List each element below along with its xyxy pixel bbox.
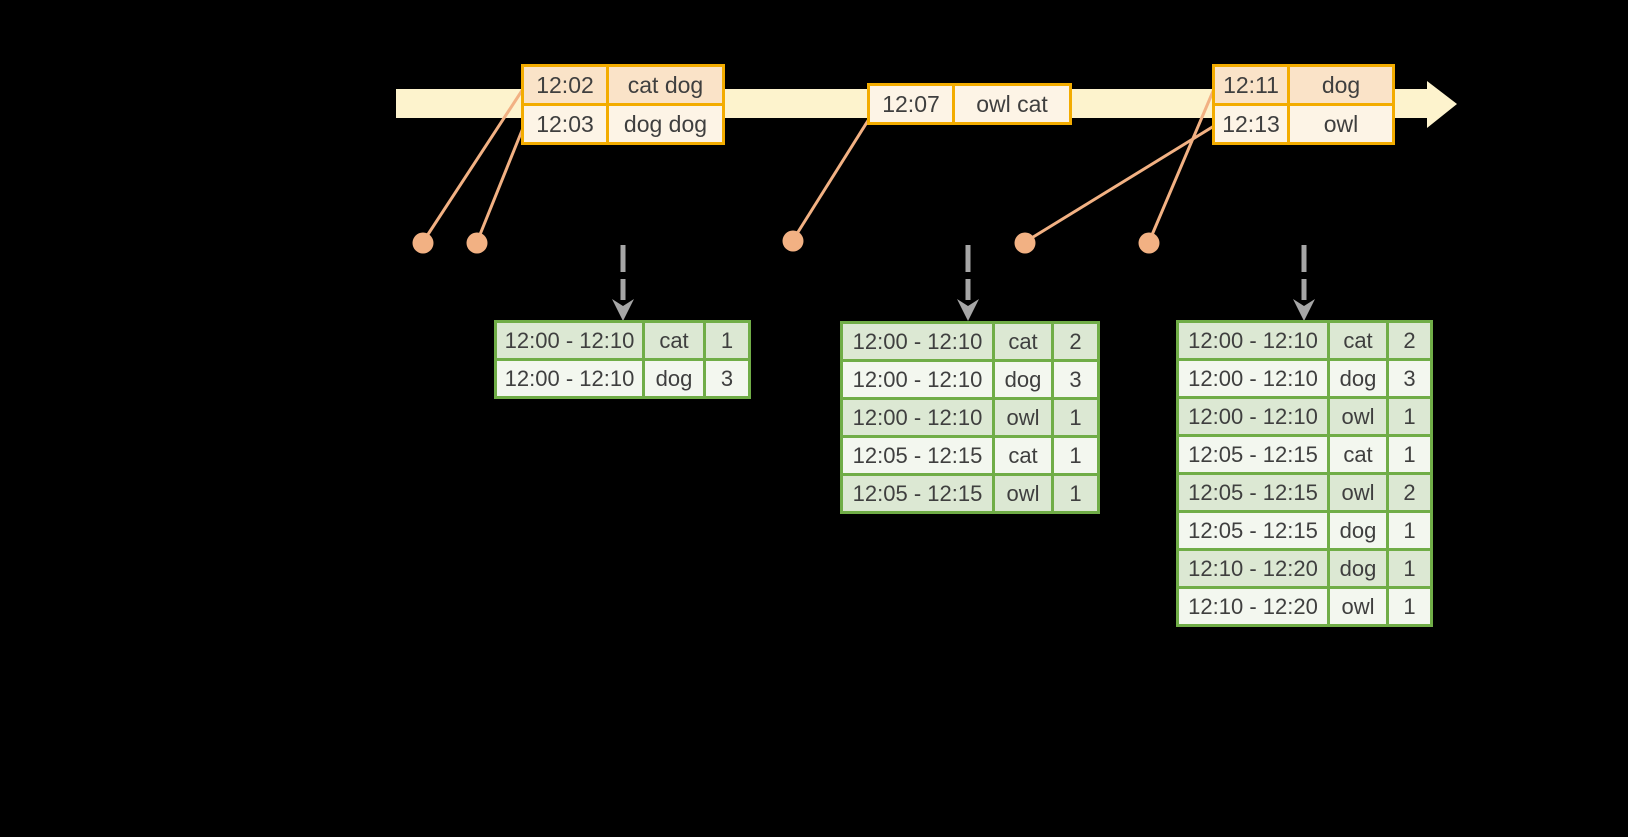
result-count-cell: 1 (1389, 589, 1430, 624)
result-word-cell: owl (995, 476, 1051, 511)
result-window-cell: 12:00 - 12:10 (497, 361, 642, 396)
event-dot-3 (782, 230, 804, 252)
result-count-cell: 1 (1389, 399, 1430, 434)
event-time-cell: 12:02 (524, 67, 606, 103)
result-word-cell: dog (1330, 551, 1386, 586)
result-count-cell: 1 (706, 323, 748, 358)
result-count-cell: 3 (1389, 361, 1430, 396)
result-word-cell: cat (1330, 437, 1386, 472)
result-count-cell: 2 (1389, 323, 1430, 358)
result-count-cell: 3 (706, 361, 748, 396)
result-row: 12:05 - 12:15 dog 1 (1179, 513, 1430, 548)
event-connector-line-2 (475, 127, 525, 243)
result-word-cell: dog (995, 362, 1051, 397)
result-word-cell: dog (1330, 513, 1386, 548)
event-row: 12:13 owl (1215, 106, 1392, 142)
event-connector-line-1 (421, 88, 525, 243)
result-row: 12:10 - 12:20 dog 1 (1179, 551, 1430, 586)
event-time-cell: 12:13 (1215, 106, 1287, 142)
event-table-3: 12:11 dog 12:13 owl (1212, 64, 1395, 145)
result-word-cell: owl (1330, 589, 1386, 624)
event-connector-line-4 (1024, 124, 1215, 244)
result-window-cell: 12:05 - 12:15 (843, 438, 992, 473)
result-count-cell: 1 (1389, 551, 1430, 586)
result-row: 12:00 - 12:10 dog 3 (497, 361, 748, 396)
result-row: 12:00 - 12:10 dog 3 (1179, 361, 1430, 396)
result-window-cell: 12:00 - 12:10 (1179, 361, 1327, 396)
event-table-2: 12:07 owl cat (867, 83, 1072, 125)
result-word-cell: dog (1330, 361, 1386, 396)
result-row: 12:05 - 12:15 owl 2 (1179, 475, 1430, 510)
event-words-cell: owl (1290, 106, 1392, 142)
trigger-arrow-1 (612, 245, 634, 321)
result-row: 12:00 - 12:10 dog 3 (843, 362, 1097, 397)
result-window-cell: 12:05 - 12:15 (1179, 513, 1327, 548)
result-word-cell: owl (995, 400, 1051, 435)
result-window-cell: 12:00 - 12:10 (843, 400, 992, 435)
result-window-cell: 12:05 - 12:15 (1179, 475, 1327, 510)
event-row: 12:03 dog dog (524, 106, 722, 142)
result-count-cell: 1 (1054, 400, 1097, 435)
event-time-cell: 12:11 (1215, 67, 1287, 103)
event-time-cell: 12:03 (524, 106, 606, 142)
result-window-cell: 12:00 - 12:10 (843, 324, 992, 359)
timeline-arrowhead-icon (1427, 81, 1457, 128)
result-row: 12:00 - 12:10 cat 1 (497, 323, 748, 358)
result-word-cell: owl (1330, 475, 1386, 510)
event-dot-2 (466, 232, 488, 254)
result-count-cell: 3 (1054, 362, 1097, 397)
event-row: 12:02 cat dog (524, 67, 722, 103)
event-time-cell: 12:07 (870, 86, 952, 122)
trigger-arrowhead-icon (612, 299, 634, 321)
result-window-cell: 12:00 - 12:10 (497, 323, 642, 358)
result-window-cell: 12:00 - 12:10 (1179, 323, 1327, 358)
trigger-arrow-2 (957, 245, 979, 321)
result-count-cell: 1 (1389, 513, 1430, 548)
trigger-arrowhead-icon (1293, 299, 1315, 321)
event-words-cell: owl cat (955, 86, 1069, 122)
result-count-cell: 1 (1389, 437, 1430, 472)
result-word-cell: cat (1330, 323, 1386, 358)
result-word-cell: cat (995, 324, 1051, 359)
result-row: 12:00 - 12:10 owl 1 (843, 400, 1097, 435)
event-connector-line-5 (1147, 88, 1216, 243)
result-count-cell: 1 (1054, 438, 1097, 473)
result-word-cell: owl (1330, 399, 1386, 434)
result-count-cell: 2 (1054, 324, 1097, 359)
event-words-cell: dog (1290, 67, 1392, 103)
result-window-cell: 12:00 - 12:10 (843, 362, 992, 397)
result-window-cell: 12:00 - 12:10 (1179, 399, 1327, 434)
result-row: 12:00 - 12:10 owl 1 (1179, 399, 1430, 434)
result-table-1: 12:00 - 12:10 cat 1 12:00 - 12:10 dog 3 (494, 320, 751, 399)
result-window-cell: 12:10 - 12:20 (1179, 551, 1327, 586)
result-row: 12:00 - 12:10 cat 2 (843, 324, 1097, 359)
result-window-cell: 12:05 - 12:15 (843, 476, 992, 511)
event-dot-5 (1138, 232, 1160, 254)
event-row: 12:11 dog (1215, 67, 1392, 103)
event-words-cell: cat dog (609, 67, 722, 103)
result-count-cell: 2 (1389, 475, 1430, 510)
trigger-arrowhead-icon (957, 299, 979, 321)
result-count-cell: 1 (1054, 476, 1097, 511)
result-row: 12:05 - 12:15 owl 1 (843, 476, 1097, 511)
result-word-cell: cat (645, 323, 703, 358)
event-dot-1 (412, 232, 434, 254)
result-table-3: 12:00 - 12:10 cat 2 12:00 - 12:10 dog 3 … (1176, 320, 1433, 627)
event-words-cell: dog dog (609, 106, 722, 142)
result-row: 12:00 - 12:10 cat 2 (1179, 323, 1430, 358)
result-table-2: 12:00 - 12:10 cat 2 12:00 - 12:10 dog 3 … (840, 321, 1100, 514)
event-dot-4 (1014, 232, 1036, 254)
result-word-cell: dog (645, 361, 703, 396)
result-row: 12:10 - 12:20 owl 1 (1179, 589, 1430, 624)
result-window-cell: 12:10 - 12:20 (1179, 589, 1327, 624)
trigger-arrow-3 (1293, 245, 1315, 321)
result-word-cell: cat (995, 438, 1051, 473)
result-row: 12:05 - 12:15 cat 1 (1179, 437, 1430, 472)
result-window-cell: 12:05 - 12:15 (1179, 437, 1327, 472)
event-row: 12:07 owl cat (870, 86, 1069, 122)
event-table-1: 12:02 cat dog 12:03 dog dog (521, 64, 725, 145)
result-row: 12:05 - 12:15 cat 1 (843, 438, 1097, 473)
event-connector-line-3 (791, 118, 871, 241)
